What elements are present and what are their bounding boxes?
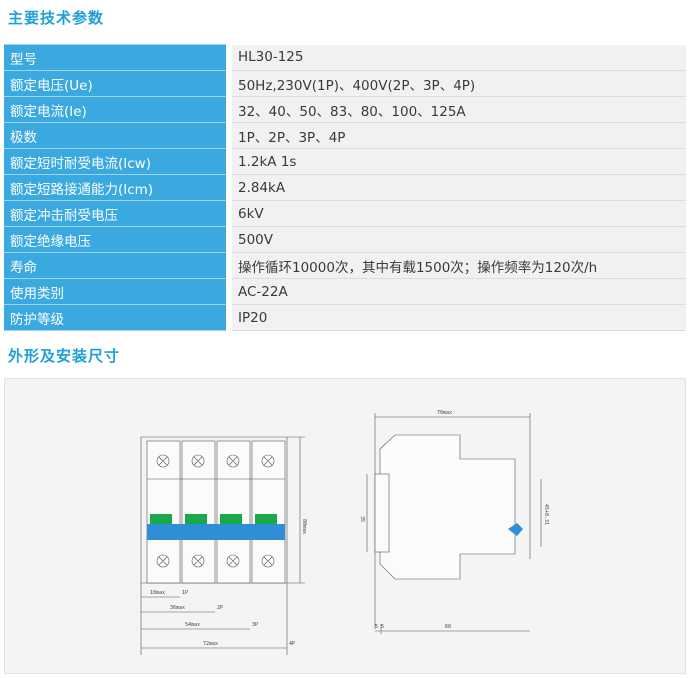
spec-label: 额定电流(Ie)	[4, 96, 226, 123]
dim-rail: 35	[359, 516, 365, 522]
terminal-screws	[156, 454, 275, 568]
spec-value: 2.84kA	[232, 174, 686, 201]
spec-value: 操作循环10000次，其中有载1500次；操作频率为120次/h	[232, 252, 686, 279]
spec-label: 防护等级	[4, 304, 226, 331]
dimension-drawing: 18max 1P 36max 2P 54max 3P 72max 4P 80ma…	[4, 378, 686, 674]
section-title-dimensions: 外形及安装尺寸	[8, 347, 121, 365]
dim-pole-1p: 1P	[182, 590, 188, 596]
dim-pole-2p: 2P	[217, 605, 223, 611]
spec-label: 额定短时耐受电流(Icw)	[4, 148, 226, 175]
dim-width-4p: 72max	[203, 641, 218, 647]
spec-value: 1P、2P、3P、4P	[232, 122, 686, 149]
dim-width-2p: 36max	[170, 605, 185, 611]
spec-value: 500V	[232, 226, 686, 253]
spec-label: 额定绝缘电压	[4, 226, 226, 253]
dim-height: 80max	[301, 519, 307, 534]
dim-gap: 5 5	[375, 624, 384, 630]
spec-label: 额定电压(Ue)	[4, 70, 226, 97]
front-view	[140, 436, 305, 655]
side-view	[366, 413, 542, 634]
spec-row: 额定电压(Ue)50Hz,230V(1P)、400V(2P、3P、4P)	[4, 70, 686, 97]
spec-value: 32、40、50、83、80、100、125A	[232, 96, 686, 123]
spec-label: 额定冲击耐受电压	[4, 200, 226, 227]
dim-width-3p: 54max	[185, 622, 200, 628]
spec-label: 型号	[4, 44, 226, 71]
spec-label: 使用类别	[4, 278, 226, 305]
spec-value: 1.2kA 1s	[232, 148, 686, 175]
spec-row: 额定短时耐受电流(Icw)1.2kA 1s	[4, 148, 686, 175]
spec-value: HL30-125	[232, 44, 686, 71]
spec-label: 额定短路接通能力(Icm)	[4, 174, 226, 201]
spec-row: 额定短路接通能力(Icm)2.84kA	[4, 174, 686, 201]
spec-value: 50Hz,230V(1P)、400V(2P、3P、4P)	[232, 70, 686, 97]
spec-row: 寿命操作循环10000次，其中有载1500次；操作频率为120次/h	[4, 252, 686, 279]
dim-depth: 70max	[437, 410, 452, 416]
dimension-drawing-svg: 18max 1P 36max 2P 54max 3P 72max 4P 80ma…	[140, 410, 549, 655]
breaker-handle	[147, 514, 285, 540]
spec-row: 额定电流(Ie)32、40、50、83、80、100、125A	[4, 96, 686, 123]
spec-value: AC-22A	[232, 278, 686, 305]
spec-label: 极数	[4, 122, 226, 149]
spec-value: IP20	[232, 304, 686, 331]
dim-step: 45+0.31	[543, 504, 549, 525]
spec-label: 寿命	[4, 252, 226, 279]
side-view-handle	[508, 523, 523, 536]
section-title-specs: 主要技术参数	[8, 9, 105, 27]
dim-width-1p: 18max	[150, 590, 165, 596]
dim-pole-4p: 4P	[289, 641, 295, 647]
spec-value: 6kV	[232, 200, 686, 227]
dim-body: 60	[445, 624, 451, 630]
dim-pole-3p: 3P	[252, 622, 258, 628]
breaker-modules	[146, 440, 286, 584]
